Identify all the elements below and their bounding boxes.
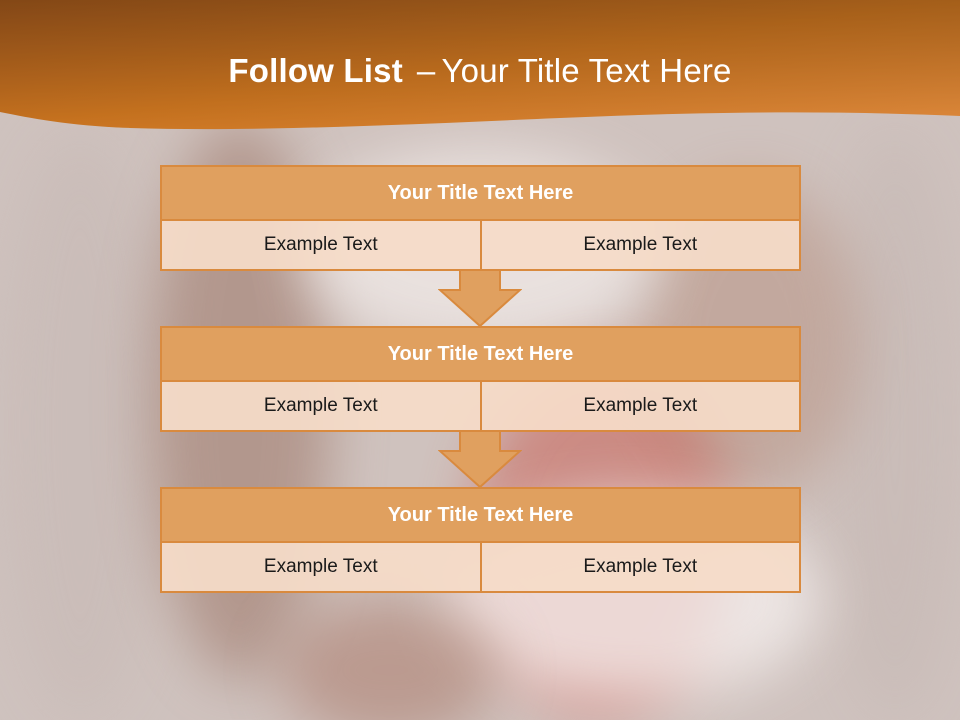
- block-title: Your Title Text Here: [160, 326, 801, 382]
- block-row: Example Text Example Text: [160, 221, 801, 271]
- title-bold: Follow List: [228, 52, 403, 89]
- title-dash: –: [416, 52, 436, 89]
- list-block-2: Your Title Text Here Example Text Exampl…: [160, 326, 801, 432]
- block-cell-right: Example Text: [481, 221, 801, 271]
- down-arrow-icon: [438, 430, 522, 489]
- list-block-3: Your Title Text Here Example Text Exampl…: [160, 487, 801, 593]
- block-row: Example Text Example Text: [160, 382, 801, 432]
- block-cell-left: Example Text: [160, 221, 482, 271]
- list-block-1: Your Title Text Here Example Text Exampl…: [160, 165, 801, 271]
- block-row: Example Text Example Text: [160, 543, 801, 593]
- block-title: Your Title Text Here: [160, 487, 801, 543]
- header-banner: [0, 0, 960, 130]
- title-rest: Your Title Text Here: [441, 52, 732, 89]
- block-cell-right: Example Text: [481, 543, 801, 593]
- block-cell-left: Example Text: [160, 382, 482, 432]
- block-cell-right: Example Text: [481, 382, 801, 432]
- block-title: Your Title Text Here: [160, 165, 801, 221]
- down-arrow-icon: [438, 269, 522, 328]
- slide-title: Follow List–Your Title Text Here: [0, 52, 960, 90]
- block-cell-left: Example Text: [160, 543, 482, 593]
